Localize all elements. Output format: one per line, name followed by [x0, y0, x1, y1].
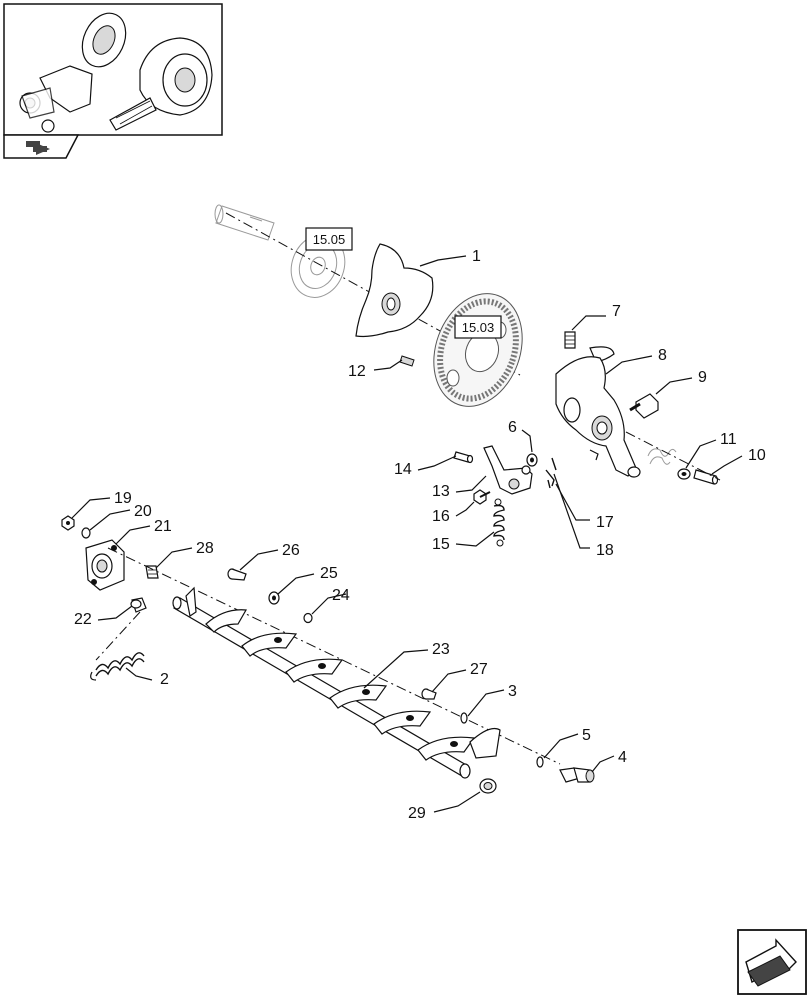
bolt-part: [130, 597, 147, 613]
callout-label: 18: [596, 542, 614, 559]
link-lever-part: [483, 445, 533, 495]
pin-part: [227, 568, 247, 581]
bracket-part: [85, 539, 125, 591]
pin-part: [421, 688, 437, 700]
screw-part: [303, 612, 313, 624]
bushing-part: [479, 778, 497, 794]
washer-part: [536, 756, 544, 768]
ghost-spring: [647, 448, 677, 465]
callout-label: 12: [348, 363, 366, 380]
callout-label: 14: [394, 461, 412, 478]
assembly-thumbnail-icon: [3, 3, 223, 136]
bolt-part: [473, 489, 491, 505]
callout-label: 10: [748, 447, 766, 464]
callout-label: 17: [596, 514, 614, 531]
callout-label: 4: [618, 749, 627, 766]
callout-label: 1: [472, 248, 481, 265]
bolt-part: [559, 767, 595, 783]
pin-part: [453, 451, 474, 464]
reference-box-label: 15.03: [462, 320, 495, 335]
callout-label: 15: [432, 536, 450, 553]
callout-label: 23: [432, 641, 450, 658]
callout-label: 7: [612, 303, 621, 320]
callout-label: 8: [658, 347, 667, 364]
nut-part: [526, 453, 538, 467]
rod-part: [545, 457, 557, 489]
callout-label: 3: [508, 683, 517, 700]
nut-part: [268, 591, 280, 605]
set-screw-part: [564, 331, 576, 349]
arrow-nav-icon[interactable]: [737, 929, 807, 995]
callout-label: 26: [282, 542, 300, 559]
callout-label: 9: [698, 369, 707, 386]
callout-label: 28: [196, 540, 214, 557]
callout-label: 22: [74, 611, 92, 628]
callouts: 1 12 7 8 9 6 11 10 14 13 16 15 1: [71, 248, 766, 822]
callout-label: 20: [134, 503, 152, 520]
book-arrow-icon[interactable]: [3, 134, 80, 159]
plate-part: [355, 243, 434, 338]
washer-part: [81, 527, 91, 539]
reference-box-label: 15.05: [313, 232, 346, 247]
ring-gear-part: [433, 293, 523, 407]
callout-label: 5: [582, 727, 591, 744]
ghost-shaft: [214, 204, 275, 241]
spring-part: [493, 498, 505, 547]
callout-label: 2: [160, 671, 169, 688]
callout-label: 25: [320, 565, 338, 582]
shift-shaft-part: [172, 586, 501, 779]
nut-part: [677, 468, 691, 480]
spring-part: [90, 652, 145, 681]
callout-label: 13: [432, 483, 450, 500]
callout-label: 16: [432, 508, 450, 525]
washer-part: [460, 712, 468, 724]
reference-box[interactable]: 15.05: [305, 227, 353, 251]
key-part: [399, 355, 415, 367]
callout-label: 11: [720, 431, 737, 448]
callout-label: 29: [408, 805, 426, 822]
shift-fork-part: [555, 346, 641, 478]
callout-label: 19: [114, 490, 132, 507]
callout-label: 6: [508, 419, 517, 436]
bolt-part: [145, 565, 159, 579]
callout-label: 24: [332, 587, 350, 604]
nut-part: [61, 515, 75, 531]
bolt-part: [629, 393, 659, 419]
callout-label: 21: [154, 518, 172, 535]
callout-label: 27: [470, 661, 488, 678]
reference-box[interactable]: 15.03: [454, 315, 502, 339]
